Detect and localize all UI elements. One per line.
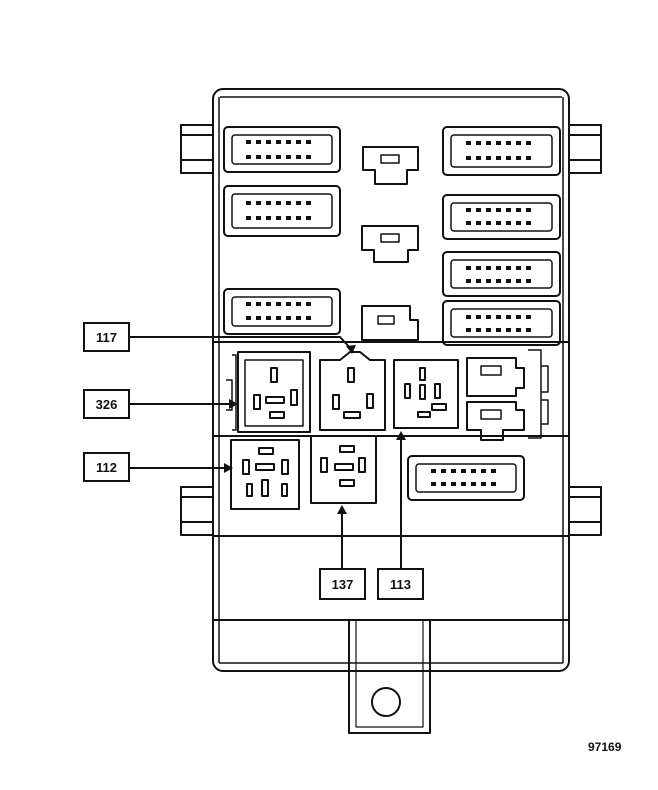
fuse-socket-2: [466, 401, 525, 441]
leader-line-137: [337, 505, 347, 568]
connector-right-2: [442, 194, 561, 240]
connector-left-2: [223, 185, 341, 237]
relay-113: [393, 359, 459, 429]
connector-lower-right: [407, 455, 525, 501]
connector-left-3: [223, 288, 341, 335]
callout-117: 117: [83, 322, 130, 352]
leader-line-112: [130, 463, 233, 473]
relay-117: [319, 351, 386, 431]
leader-line-326: [130, 399, 238, 409]
relay-112: [230, 439, 300, 510]
callout-137: 137: [319, 568, 366, 600]
mounting-clip-bottom-right: [568, 486, 602, 536]
connector-right-1: [442, 126, 561, 176]
mounting-clip-top-right: [568, 124, 602, 174]
leader-line-113: [396, 431, 406, 568]
relay-326: [237, 351, 311, 433]
relay-137: [310, 435, 377, 504]
callout-326: 326: [83, 389, 130, 419]
callout-112: 112: [83, 452, 130, 482]
small-socket-1: [362, 146, 419, 185]
mounting-clip-bottom-left: [180, 486, 214, 536]
mounting-clip-top-left: [180, 124, 214, 174]
figure-number: 97169: [588, 740, 622, 754]
fuse-socket-1: [466, 357, 525, 397]
connector-left-1: [223, 126, 341, 173]
leader-line-117: [130, 336, 356, 354]
connector-right-4: [442, 300, 561, 346]
callout-113: 113: [377, 568, 424, 600]
small-socket-3: [361, 305, 419, 341]
mounting-hole: [371, 687, 401, 717]
bottom-mounting-tab: [348, 620, 431, 734]
connector-right-3: [442, 251, 561, 297]
housing-outline: [212, 88, 570, 672]
small-socket-2: [361, 225, 419, 263]
